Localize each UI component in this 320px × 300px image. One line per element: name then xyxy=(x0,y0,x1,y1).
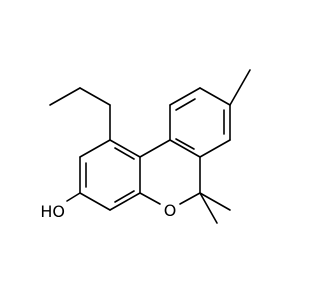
hydroxyl-bond xyxy=(66,192,81,202)
bond xyxy=(199,192,231,211)
right-aromatic-ring xyxy=(139,87,231,158)
bond xyxy=(139,139,171,158)
bond xyxy=(179,192,201,205)
bond xyxy=(199,139,231,158)
bond xyxy=(199,192,218,224)
bond xyxy=(79,87,111,106)
methyl-bond xyxy=(229,69,251,106)
bond xyxy=(79,139,111,158)
molecule-structure: HO O xyxy=(40,69,251,224)
propyl-chain xyxy=(49,87,111,141)
double-bond-inner xyxy=(114,190,135,203)
double-bond-inner xyxy=(175,98,196,111)
bond xyxy=(139,192,161,205)
bond xyxy=(79,192,111,211)
pyran-ring xyxy=(139,156,201,205)
double-bond-inner xyxy=(114,147,135,160)
gem-dimethyl xyxy=(199,192,231,224)
bond xyxy=(169,139,201,158)
ring-oxygen-label: O xyxy=(164,201,177,220)
bond xyxy=(199,87,231,106)
left-aromatic-ring xyxy=(79,139,141,211)
hydroxyl-label: HO xyxy=(40,202,65,221)
bond xyxy=(49,87,81,106)
double-bond-inner xyxy=(175,138,195,150)
bond xyxy=(109,139,141,158)
bond xyxy=(169,87,201,106)
bond xyxy=(109,192,141,211)
